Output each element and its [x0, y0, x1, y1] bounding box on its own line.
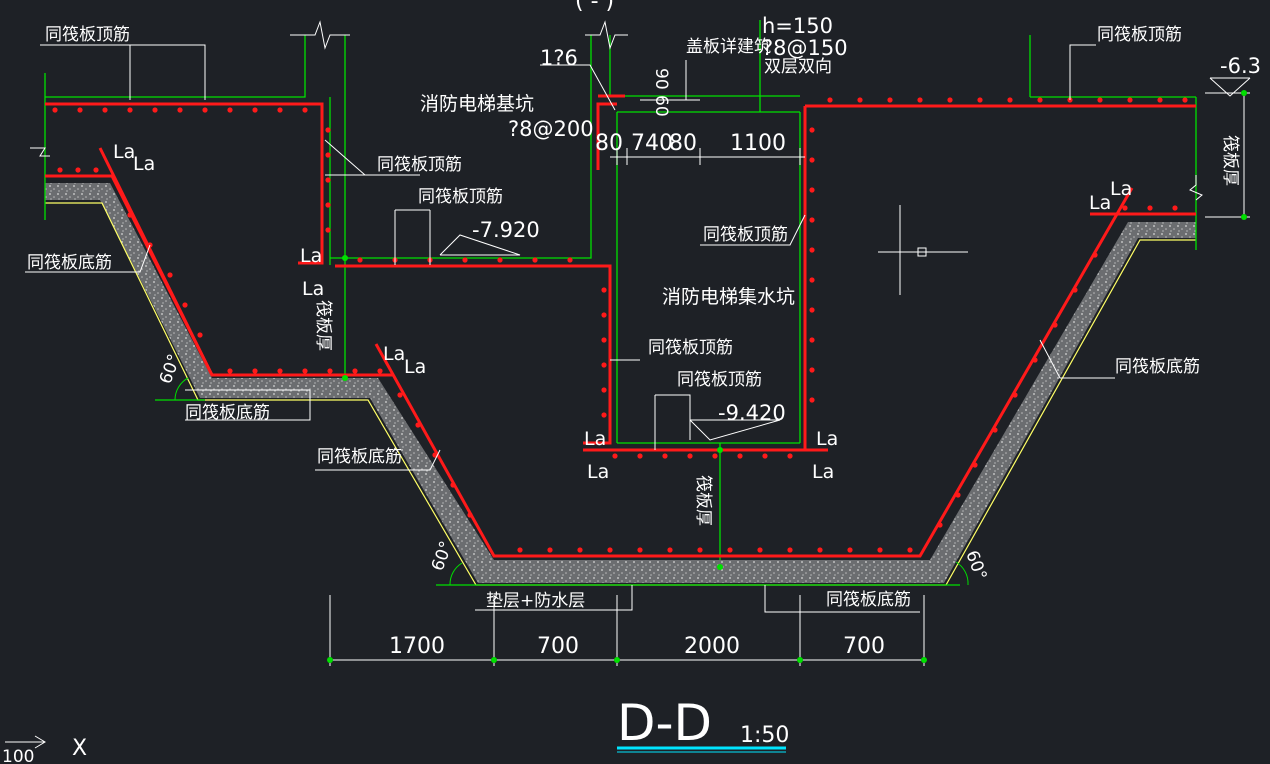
raft-top-label-5: 同筏板顶筋: [703, 225, 788, 245]
concrete-outline: [44, 20, 1197, 586]
raft-top-label-6: 同筏板顶筋: [648, 338, 733, 358]
raft-top-label-1: 同筏板顶筋: [45, 25, 130, 45]
cushion-edge-line: [45, 202, 1196, 586]
level-top-right: -6.3: [1220, 54, 1261, 78]
raft-bottom-label-5: 同筏板底筋: [826, 590, 911, 610]
dim-1100: 1100: [730, 131, 786, 156]
pit-sump-label: 消防电梯集水坑: [662, 286, 795, 308]
level-sump: -9.420: [718, 401, 786, 425]
rebar-200-note: ?8@200: [508, 117, 594, 141]
raft-top-label-7: 同筏板顶筋: [677, 370, 762, 390]
thickness-label-1: 筏板厚: [313, 300, 333, 351]
cover-note: 盖板详建筑: [686, 37, 771, 57]
raft-top-label-2: 同筏板顶筋: [1097, 25, 1182, 45]
la-label-12: La: [1110, 178, 1132, 200]
dim-80-right: 80: [669, 131, 697, 156]
raft-bottom-label-4: 同筏板底筋: [1115, 357, 1200, 377]
pit-base-label: 消防电梯基坑: [420, 93, 534, 115]
rebar-dots: [52, 97, 1188, 553]
slope-angle-2: 60°: [428, 539, 457, 574]
la-label-7: La: [584, 428, 606, 450]
h-note: h=150: [762, 14, 833, 38]
rebar-lines: [45, 94, 1196, 558]
level-pit-base: -7.920: [472, 218, 540, 242]
ref-6-note: 1?6: [540, 46, 578, 70]
slope-angle-1: 60°: [156, 352, 185, 387]
la-label-9: La: [816, 428, 838, 450]
la-label-5: La: [383, 343, 405, 365]
dim-2000: 2000: [684, 634, 740, 659]
axis-100-label: 100: [2, 747, 34, 764]
dim-740: 740: [631, 131, 673, 156]
la-label-11: La: [1089, 192, 1111, 214]
slope-arcs: [174, 377, 969, 586]
dim-700-right: 700: [843, 634, 885, 659]
cushion-label: 垫层+防水层: [486, 591, 585, 611]
two-way-note: 双层双向: [764, 57, 832, 77]
thickness-label-3: 筏板厚: [1220, 135, 1240, 186]
top-fragment: ( - ): [575, 0, 614, 14]
vertical-dim-90-60: 90 60: [651, 68, 671, 117]
section-scale: 1:50: [740, 723, 789, 748]
raft-bottom-label-3: 同筏板底筋: [317, 447, 402, 467]
la-label-4: La: [302, 278, 324, 300]
dim-80-left: 80: [595, 131, 623, 156]
la-label-2: La: [133, 153, 155, 175]
la-label-1: La: [113, 141, 135, 163]
section-title: D-D: [617, 694, 712, 752]
raft-bottom-label-2: 同筏板底筋: [185, 403, 270, 423]
axis-x-label: X: [72, 736, 87, 761]
la-label-10: La: [812, 461, 834, 483]
la-label-6: La: [404, 356, 426, 378]
la-label-3: La: [300, 245, 322, 267]
dim-1700: 1700: [389, 634, 445, 659]
raft-bottom-label-1: 同筏板底筋: [27, 253, 112, 273]
break-symbols: [30, 20, 1203, 201]
raft-top-label-3: 同筏板顶筋: [377, 155, 462, 175]
dim-700-left: 700: [537, 634, 579, 659]
cushion-layer: [45, 183, 1196, 583]
slope-angle-3: 60°: [961, 548, 990, 583]
leader-lines: [5, 44, 1251, 749]
la-label-8: La: [587, 461, 609, 483]
raft-top-label-4: 同筏板顶筋: [418, 187, 503, 207]
rebar-note: ?8@150: [762, 36, 848, 60]
dim-ticks: [327, 90, 1247, 663]
thickness-label-2: 筏板厚: [693, 475, 713, 526]
